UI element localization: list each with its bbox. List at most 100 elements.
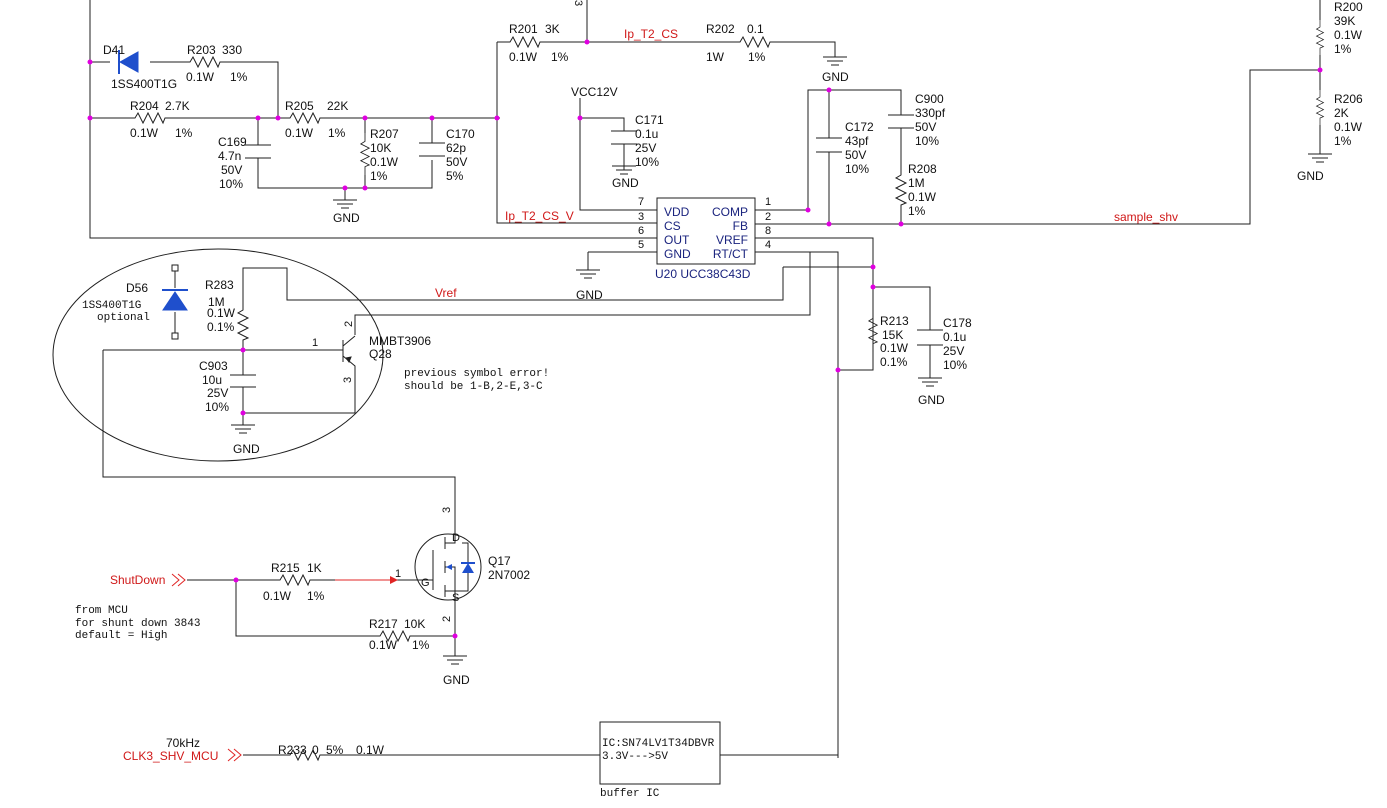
r204-ref: R204 [130,99,159,113]
gnd-label: GND [233,442,260,456]
c170-tol: 5% [446,169,464,183]
r206-tol: 1% [1334,134,1352,148]
r217-value: 10K [404,617,425,631]
junctions [87,39,1323,639]
net-labels: Ip_T2_CS Ip_T2_CS_V VCC12V Vref sample_s… [110,0,1324,763]
net-top-pin: 3 [572,0,584,6]
u20-num-7: 7 [638,196,644,208]
r283-ref: R283 [205,278,234,292]
r207-value: 10K [370,141,391,155]
gnd-label: GND [822,70,849,84]
net-ip-t2-cs: Ip_T2_CS [624,27,678,41]
c170-value: 62p [446,141,466,155]
r207-ref: R207 [370,127,399,141]
r217-tol: 1% [412,638,430,652]
r201-tol: 1% [551,50,569,64]
u20-num-6: 6 [638,225,644,237]
c170-volt: 50V [446,155,467,169]
r205-value: 22K [327,99,348,113]
u20-pin-vref: VREF [716,233,748,247]
r217-power: 0.1W [369,638,398,652]
u20-pin-rtct: RT/CT [713,247,749,261]
r203-ref: R203 [187,43,216,57]
q17-source-letter: S [452,592,459,604]
r215-symbol [269,574,321,586]
net-vcc12v: VCC12V [571,85,618,99]
r203-tol: 1% [230,70,248,84]
r206-symbol [1316,89,1324,126]
r217-ref: R217 [369,617,398,631]
d56-part: 1SS400T1G [82,300,141,312]
r203-symbol [179,56,231,68]
c172-tol: 10% [845,162,869,176]
note-from-mcu: from MCU [75,605,128,617]
u20-pin-fb: FB [733,219,748,233]
net-shutdown: ShutDown [110,573,165,587]
r202-ref: R202 [706,22,735,36]
u20-pin-out: OUT [664,233,690,247]
r283-power: 0.1W [207,306,236,320]
gnd-label: GND [443,673,470,687]
gnd-label: GND [612,176,639,190]
r202-value: 0.1 [747,22,764,36]
c171-volt: 25V [635,141,656,155]
u20-ic: VDD CS OUT GND COMP FB VREF RT/CT 7 3 6 … [638,196,771,281]
u20-pin-vdd: VDD [664,205,690,219]
c172-ref: C172 [845,120,874,134]
c900-volt: 50V [915,120,936,134]
r213-symbol [868,309,878,353]
gnd-icon [1307,149,1333,163]
c169-value: 4.7n [218,149,241,163]
r204-tol: 1% [175,126,193,140]
r205-power: 0.1W [285,126,314,140]
notes: previous symbol error! should be 1-B,2-E… [75,368,715,800]
r206-power: 0.1W [1334,120,1363,134]
net-vref: Vref [435,286,457,300]
c169-volt: 50V [221,163,242,177]
r215-value: 1K [307,561,322,575]
c903-ref: C903 [199,359,228,373]
d56-note: optional [97,312,150,324]
u20-num-8: 8 [765,225,771,237]
component-labels: D41 1SS400T1G R203 330 0.1W 1% R204 2.7K… [82,0,1363,757]
r207-tol: 1% [370,169,388,183]
note-default: default = High [75,630,167,642]
r204-value: 2.7K [165,99,190,113]
gnd-icon [332,195,358,209]
c903-symbol [230,374,256,388]
c172-volt: 50V [845,148,866,162]
net-clk-freq: 70kHz [166,736,200,750]
r205-tol: 1% [328,126,346,140]
q28-transistor [342,335,356,385]
c178-symbol [917,329,943,346]
q28-ref: Q28 [369,347,392,361]
r206-ref: R206 [1334,92,1363,106]
c900-ref: C900 [915,92,944,106]
c171-ref: C171 [635,113,664,127]
c903-volt: 25V [207,386,228,400]
buffer-part: IC:SN74LV1T34DBVR [602,738,715,750]
net-sample-shv: sample_shv [1114,210,1178,224]
r203-value: 330 [222,43,242,57]
r202-tol: 1% [748,50,766,64]
c170-symbol [419,142,445,157]
r205-symbol [279,112,331,124]
r202-symbol [729,36,781,48]
q17-pin2: 2 [441,616,453,622]
r213-ref: R213 [880,314,909,328]
r208-power: 0.1W [908,190,937,204]
r203-power: 0.1W [186,70,215,84]
q17-ref: Q17 [488,554,511,568]
r200-symbol [1316,19,1324,56]
clk3-port-icon [227,748,242,762]
u20-num-4: 4 [765,239,771,251]
r200-tol: 1% [1334,42,1352,56]
q28-pin3: 3 [342,377,354,383]
d56-symbol [162,264,188,340]
r208-tol: 1% [908,204,926,218]
d41-symbol [118,50,139,74]
r206-value: 2K [1334,106,1349,120]
c178-tol: 10% [943,358,967,372]
q17-drain-letter: D [452,532,460,544]
